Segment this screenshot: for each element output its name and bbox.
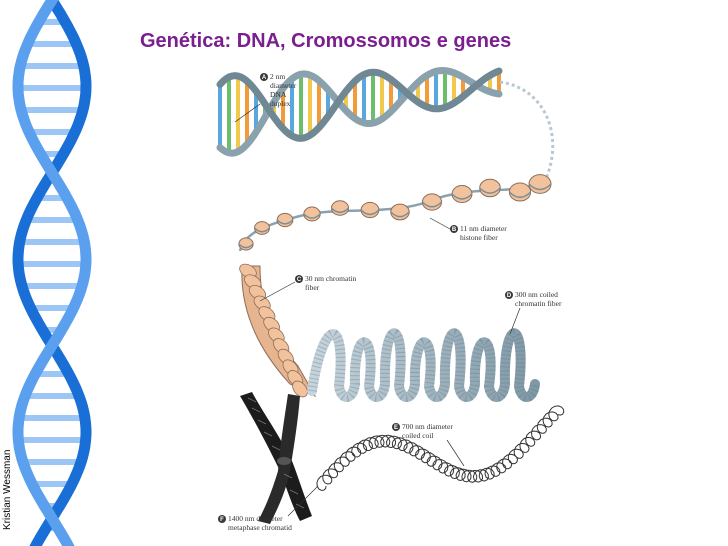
dna-backbone-1 [216,66,503,157]
label-d: D 300 nm coiled chromatin fiber [505,290,562,335]
helix-strand-front [12,0,92,546]
histone-fiber [238,174,552,252]
label-a-line-1: 2 nm [270,72,285,81]
label-d-line-2: chromatin fiber [515,299,562,308]
label-f-line-2: metaphase chromatid [228,523,292,532]
label-e-letter: E [394,425,398,431]
label-c-badge: C [295,275,303,283]
slide-title: Genética: DNA, Cromossomos e genes [140,30,512,52]
metaphase-chromosome [240,392,312,524]
label-f-pointer [287,485,319,517]
nucleosome [479,178,501,198]
label-a-pointer [234,103,261,123]
chromatin-30nm-fiber [239,263,317,398]
label-c: C 30 nm chromatin fiber [259,274,356,302]
label-b-badge: B [450,225,458,233]
author-credit: Kristian Wessman [2,449,13,530]
nucleosome [508,182,532,202]
dna-helix-decoration [12,0,92,546]
label-f-badge: F [218,515,226,523]
helix-strand-back [12,0,92,546]
coiled-chromatin-loops [307,328,540,402]
solenoid-turns [239,263,308,398]
label-d-line-1: 300 nm coiled [515,290,558,299]
dna-wrap [330,207,350,214]
dna-fiber-tail [499,80,555,182]
label-b-pointer [429,217,451,230]
label-a-letter: A [262,75,267,81]
solenoid-turn [244,274,262,290]
nucleosomes [238,174,552,251]
label-f: F 1400 nm diameter metaphase chromatid [218,485,319,532]
nucleosome [451,185,473,203]
dna-wrap [508,191,532,199]
centromere [277,457,291,465]
looped-tube-texture [307,328,540,402]
chromatid-left [240,392,312,521]
label-a-line-2: diameter [270,81,297,90]
dna-wrap [421,201,443,208]
label-a-badge: A [260,73,268,81]
label-c-pointer [259,281,296,302]
label-c-letter: C [297,277,302,283]
label-d-letter: D [507,293,512,299]
coiled-coil [316,405,565,491]
dna-wrap [253,227,271,233]
chromatid-texture [247,397,305,509]
dna-wrap [303,213,321,219]
label-b: B 11 nm diameter histone fiber [429,217,507,242]
helix-rungs [15,0,89,531]
dna-wrap [238,243,254,249]
label-e-badge: E [392,423,400,431]
dna-wrap [276,219,294,225]
label-c-line-1: 30 nm chromatin [305,274,356,283]
label-f-letter: F [220,517,224,523]
label-d-badge: D [505,291,513,299]
nucleosome [390,203,410,221]
dna-wrap [390,211,410,218]
label-e-pointer [446,439,465,467]
chromatid-right [258,394,300,524]
label-a: A 2 nm diameter DNA duplex [234,72,297,123]
base-pairs [218,70,501,153]
chromatin-packing-diagram: A 2 nm diameter DNA duplex B 11 nm diame… [216,66,565,532]
solenoid-turn [292,380,308,398]
dna-wrap [528,183,552,191]
nucleosome [303,206,321,222]
label-e-line-1: 700 nm diameter [402,422,453,431]
coil-spring [316,405,565,491]
label-e-line-2: coiled coil [402,431,433,440]
solenoid-turn [239,263,257,279]
label-a-line-3: DNA [270,90,287,99]
dna-duplex [216,66,555,182]
nucleosome [360,201,380,219]
label-b-line-1: 11 nm diameter [460,224,507,233]
label-a-line-4: duplex [270,99,291,108]
looped-tube [307,328,540,402]
label-b-line-2: histone fiber [460,233,498,242]
label-d-pointer [509,307,521,335]
dna-backbone-2 [216,67,503,142]
dna-wrap [360,209,380,216]
label-c-line-2: fiber [305,283,320,292]
label-b-letter: B [452,227,457,233]
dna-wrap [451,193,473,200]
nucleosome [528,174,552,194]
nucleosome [330,200,350,216]
diagram-labels: A 2 nm diameter DNA duplex B 11 nm diame… [218,72,562,532]
dna-wrap [479,187,501,194]
nucleosome [421,193,443,211]
label-f-line-1: 1400 nm diameter [228,514,283,523]
label-e: E 700 nm diameter coiled coil [392,422,465,467]
